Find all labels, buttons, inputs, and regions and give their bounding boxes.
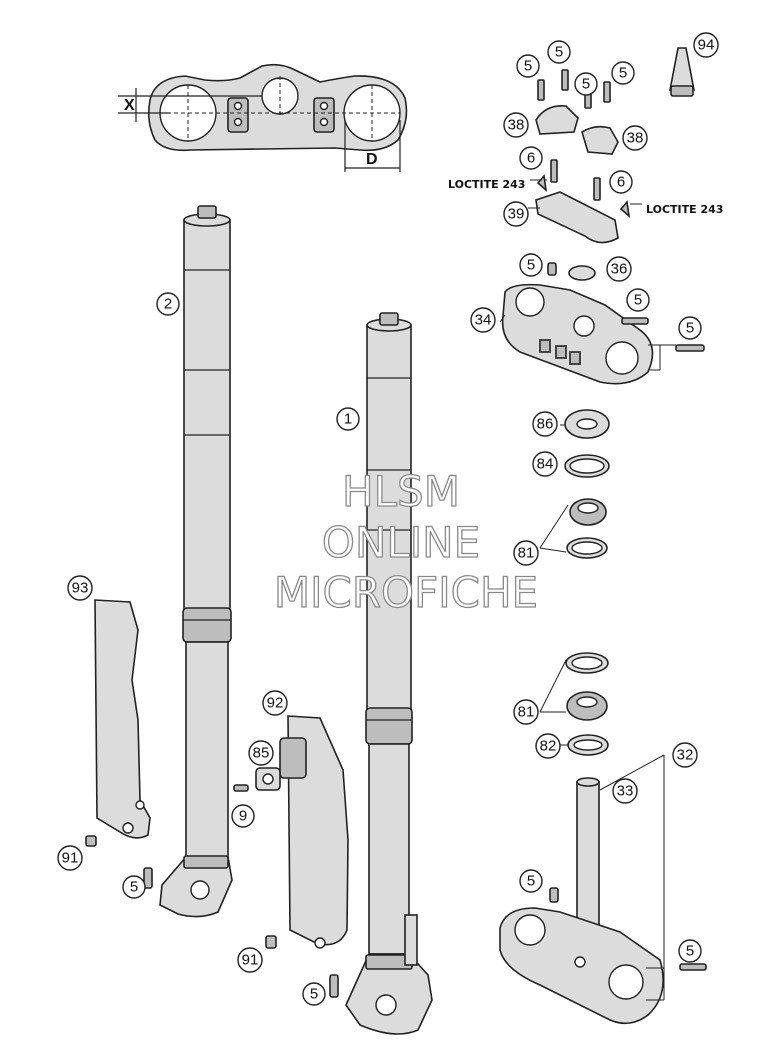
svg-text:86: 86	[537, 416, 554, 433]
svg-text:82: 82	[540, 738, 557, 755]
callout-6a: 6	[519, 146, 543, 170]
svg-text:2: 2	[164, 296, 172, 313]
callout-5a: 5	[516, 54, 540, 78]
loctite-note-left: LOCTITE 243	[448, 178, 525, 191]
callout-5c: 5	[574, 72, 598, 96]
callout-86: 86	[532, 411, 558, 437]
callout-81a: 81	[513, 540, 539, 566]
svg-text:6: 6	[527, 150, 535, 167]
callout-6b: 6	[609, 170, 633, 194]
callout-85: 85	[248, 740, 274, 766]
callout-9: 9	[231, 804, 255, 828]
callout-32: 32	[672, 742, 698, 768]
fork-guard-center	[279, 715, 349, 949]
callout-92: 92	[262, 690, 288, 716]
callout-82: 82	[535, 733, 561, 759]
callout-5f: 5	[626, 288, 650, 312]
svg-text:85: 85	[253, 745, 270, 762]
callout-84: 84	[532, 451, 558, 477]
small-bolts	[85, 835, 339, 998]
cable-clamp	[233, 767, 281, 792]
fork-guard-left	[94, 599, 151, 839]
callout-33: 33	[612, 778, 638, 804]
svg-text:5: 5	[686, 320, 694, 337]
callout-5j: 5	[519, 869, 543, 893]
svg-text:32: 32	[677, 747, 694, 764]
svg-text:5: 5	[310, 986, 318, 1003]
svg-text:91: 91	[242, 952, 259, 969]
svg-text:81: 81	[518, 704, 535, 721]
svg-text:5: 5	[527, 257, 535, 274]
callout-34: 34	[470, 307, 496, 333]
callout-93: 93	[67, 575, 93, 601]
callout-81b: 81	[513, 699, 539, 725]
watermark-line-1: HLSM	[342, 467, 460, 516]
triple-clamp-dimension-view: X D	[118, 63, 408, 172]
callout-5b: 5	[547, 40, 571, 64]
dimension-d-label: D	[366, 151, 378, 168]
handlebar-clamps	[535, 104, 619, 155]
callout-91a: 91	[57, 845, 83, 871]
watermark-line-3: MICROFICHE	[274, 568, 538, 617]
callout-38b: 38	[622, 125, 648, 151]
svg-text:5: 5	[524, 58, 532, 75]
svg-text:9: 9	[239, 808, 247, 825]
svg-text:1: 1	[344, 411, 352, 428]
svg-text:5: 5	[686, 943, 694, 960]
callout-5d: 5	[611, 61, 635, 85]
svg-text:94: 94	[698, 37, 715, 54]
svg-text:5: 5	[634, 292, 642, 309]
loctite-bottle	[669, 47, 695, 97]
svg-text:84: 84	[537, 456, 554, 473]
lower-triple-clamp	[499, 777, 707, 1025]
callout-2: 2	[156, 292, 180, 316]
svg-text:6: 6	[617, 174, 625, 191]
callout-91b: 91	[237, 947, 263, 973]
svg-text:5: 5	[555, 44, 563, 61]
svg-text:5: 5	[582, 76, 590, 93]
svg-text:38: 38	[627, 130, 644, 147]
leader-lines	[499, 179, 676, 1001]
upper-triple-clamp	[501, 262, 705, 385]
callout-5i: 5	[302, 982, 326, 1006]
svg-text:38: 38	[508, 117, 525, 134]
watermark-line-2: ONLINE	[322, 518, 480, 567]
fork-leg-left	[159, 205, 233, 918]
callout-36: 36	[606, 256, 632, 282]
callout-5k: 5	[678, 939, 702, 963]
svg-text:5: 5	[130, 879, 138, 896]
callout-5e: 5	[519, 253, 543, 277]
svg-text:36: 36	[611, 261, 628, 278]
callout-1: 1	[336, 407, 360, 431]
loctite-note-right: LOCTITE 243	[646, 203, 723, 216]
headset-bearings	[564, 409, 610, 756]
svg-text:93: 93	[72, 580, 89, 597]
svg-text:39: 39	[508, 206, 525, 223]
svg-text:33: 33	[617, 783, 634, 800]
callout-5g: 5	[678, 316, 702, 340]
bar-mount-bolts	[537, 69, 611, 109]
handlebar-bracket	[535, 159, 619, 244]
callout-39: 39	[503, 201, 529, 227]
callout-38a: 38	[503, 112, 529, 138]
watermark: HLSM ONLINE MICROFICHE	[273, 466, 538, 617]
svg-text:92: 92	[267, 695, 284, 712]
dimension-x-label: X	[124, 97, 135, 114]
callout-94: 94	[693, 32, 719, 58]
svg-text:91: 91	[62, 850, 79, 867]
fork-leg-center	[345, 312, 433, 1035]
callout-5h: 5	[122, 875, 146, 899]
svg-text:34: 34	[475, 312, 492, 329]
svg-text:5: 5	[527, 873, 535, 890]
svg-text:5: 5	[619, 65, 627, 82]
svg-text:81: 81	[518, 545, 535, 562]
